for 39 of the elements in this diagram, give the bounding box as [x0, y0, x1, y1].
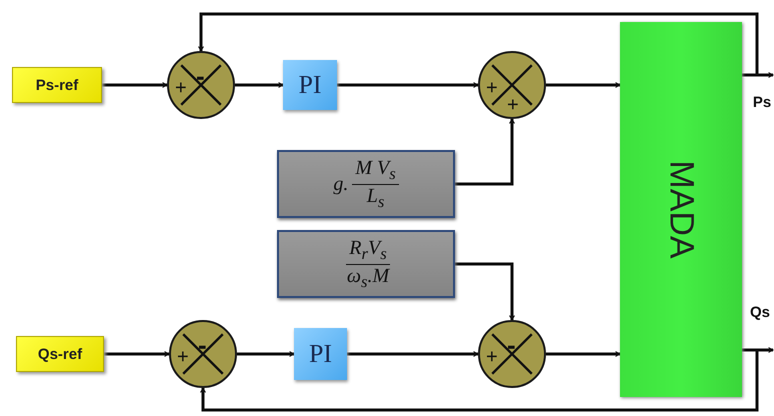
arrow — [237, 351, 294, 357]
reference-label: Qs-ref — [38, 346, 82, 362]
arrow — [104, 351, 170, 357]
fraction-numerator: R$_{r}$V$_{s}$ — [346, 237, 390, 264]
reference-box — [12, 67, 102, 103]
arrow — [455, 118, 515, 186]
gain-block — [277, 150, 455, 218]
arrow — [200, 348, 758, 412]
pi-controller-box — [283, 60, 337, 110]
machine-block — [620, 22, 742, 397]
gain-block — [277, 230, 455, 298]
fraction-denominator: L$_{s}$ — [366, 184, 386, 211]
sign-label: - — [196, 63, 205, 89]
fraction-denominator: ω$_{s}$.M — [346, 264, 391, 291]
sign-label: - — [507, 332, 516, 358]
arrow — [347, 351, 478, 357]
sign-label: + — [486, 347, 498, 367]
sign-label: + — [486, 78, 498, 98]
arrow — [546, 82, 620, 88]
pi-controller-box — [294, 328, 347, 380]
controller-label: PI — [308, 339, 332, 369]
machine-label: MADA — [662, 160, 700, 259]
controller-label: PI — [298, 70, 322, 100]
arrow — [546, 351, 620, 357]
output-signal-label: Ps — [752, 95, 772, 110]
arrow — [235, 82, 284, 88]
output-signal-label: Qs — [750, 305, 770, 320]
gain-prefix: g. — [333, 172, 348, 196]
arrow — [455, 262, 515, 320]
arrow — [337, 82, 478, 88]
reference-label: Ps-ref — [36, 76, 78, 94]
sign-label: + — [177, 347, 189, 367]
sign-label: - — [198, 332, 207, 358]
arrow — [198, 12, 758, 76]
reference-box — [16, 336, 104, 372]
arrow — [102, 82, 168, 88]
fraction-numerator: M V$_{s}$ — [352, 157, 399, 184]
sign-label: + — [507, 95, 519, 115]
sign-label: + — [175, 78, 187, 98]
